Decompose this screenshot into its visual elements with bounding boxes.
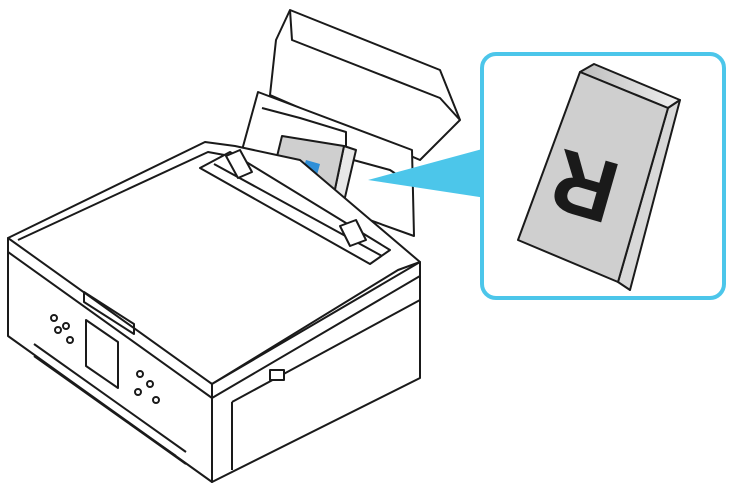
paper-support-upper-panel	[269, 9, 461, 161]
control-button-icon	[50, 314, 58, 322]
paper-guide-left	[225, 149, 253, 179]
control-button-icon	[54, 326, 62, 334]
callout-paper-stack: R	[517, 63, 681, 291]
control-button-icon	[62, 322, 70, 330]
callout-pointer	[368, 148, 486, 198]
control-button-icon	[152, 396, 160, 404]
rear-tray-slot	[199, 149, 391, 265]
paper-output-slot	[83, 291, 135, 335]
printer-lid-edge	[17, 151, 231, 241]
callout-paper-face	[517, 71, 669, 283]
touch-screen	[85, 319, 119, 389]
printer-right-face-seam	[231, 299, 421, 403]
front-cassette-slot	[129, 423, 177, 457]
paper-support-lower-fold	[261, 107, 409, 183]
printer-right-face	[211, 261, 421, 483]
control-button-icon	[136, 370, 144, 378]
control-button-icon	[66, 336, 74, 344]
control-button-icon	[146, 380, 154, 388]
printer-top-front-edge	[7, 251, 421, 399]
paper-support-upper-ridge	[289, 9, 461, 121]
front-cassette-upper	[33, 343, 187, 453]
operation-panel	[33, 291, 285, 465]
side-port	[269, 369, 285, 381]
control-button-icon	[134, 388, 142, 396]
paper-guide-right	[339, 219, 367, 247]
